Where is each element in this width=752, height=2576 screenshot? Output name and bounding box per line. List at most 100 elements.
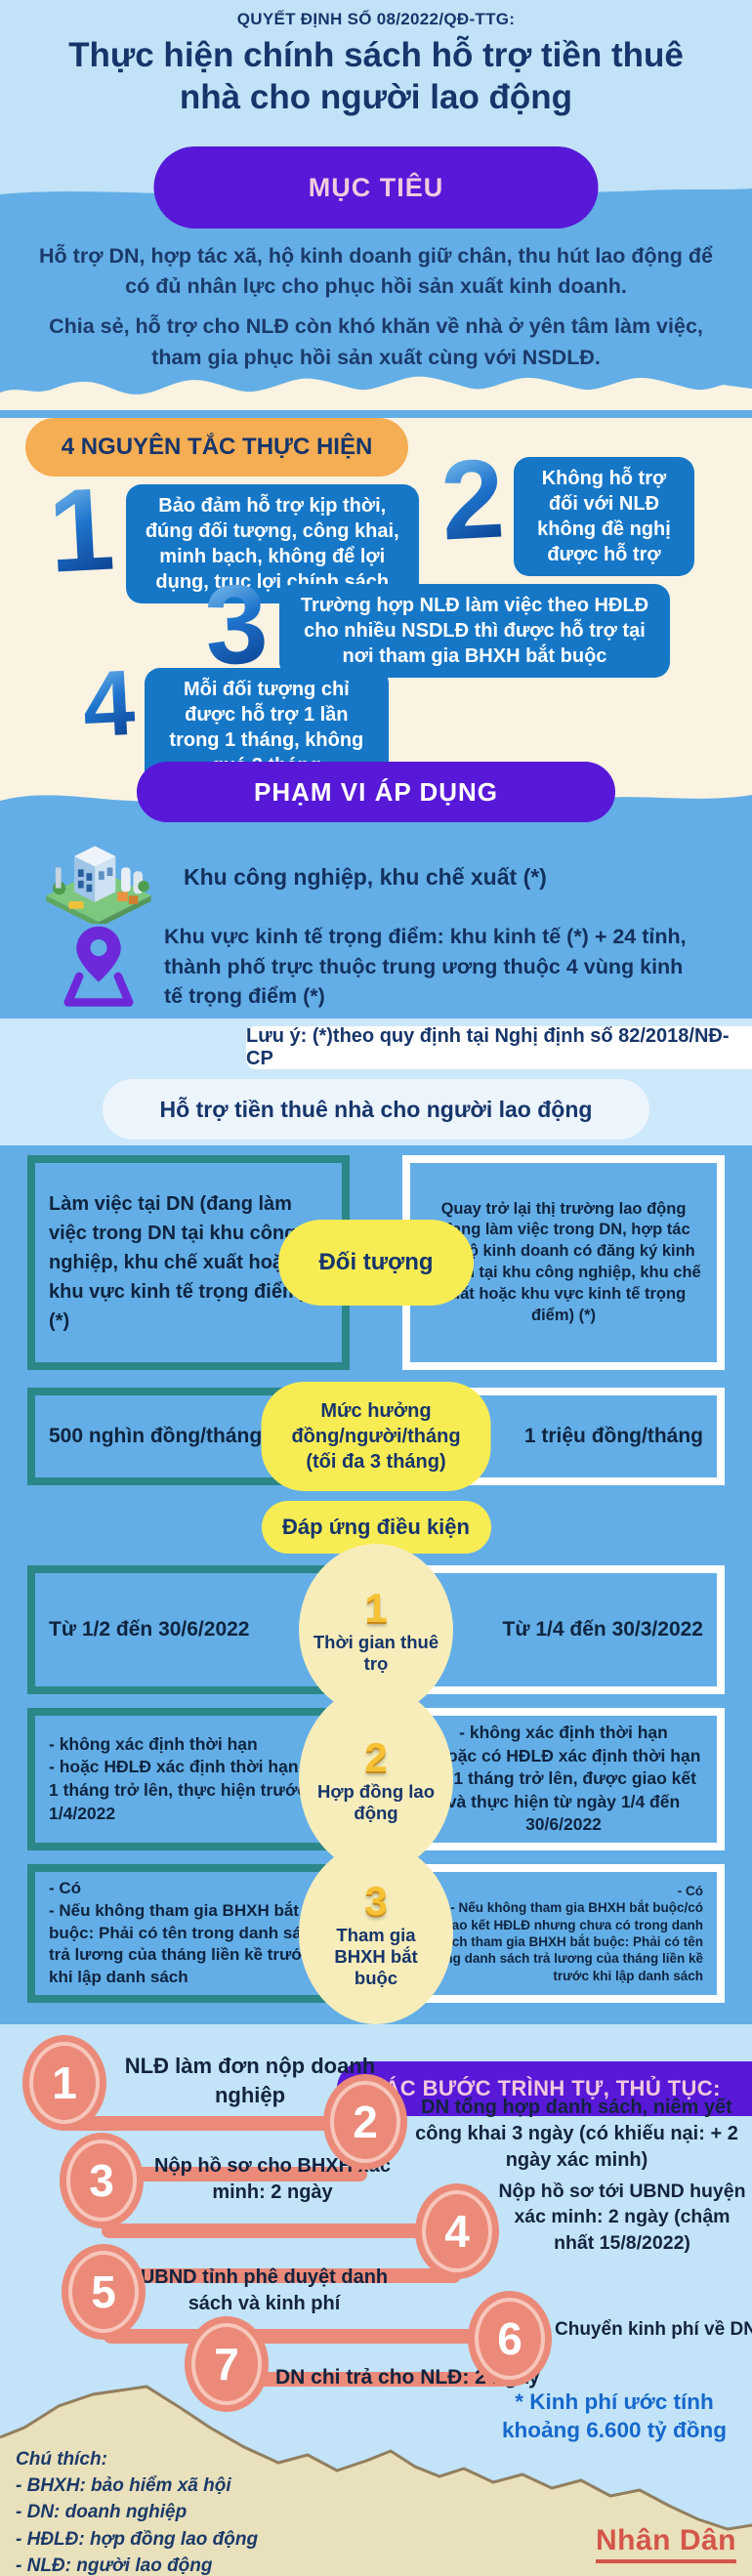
procedure-heading-pill: CÁC BƯỚC TRÌNH TỰ, THỦ TỤC:: [337, 2061, 752, 2116]
scope-heading-pill: PHẠM VI ÁP DỤNG: [137, 762, 615, 822]
step-6-number: 6: [497, 2313, 522, 2364]
condition-2-right-cell: - không xác định thời hạn - hoặc có HĐLĐ…: [402, 1708, 725, 1850]
condition-1-number: 1: [364, 1584, 388, 1631]
support-heading: Hỗ trợ tiền thuê nhà cho người lao động: [159, 1096, 593, 1122]
step-6-text: Chuyển kinh phí về DN: [555, 2319, 752, 2340]
muc-huong-left-text: 500 nghìn đồng/tháng: [49, 1425, 263, 1447]
muc-huong-pill: Mức hưởng đồng/người/tháng (tối đa 3 thá…: [261, 1382, 491, 1491]
principle-2-number: 2: [438, 436, 508, 564]
legend-item: - DN: doanh nghiệp: [16, 2502, 188, 2523]
step-7-number: 7: [214, 2339, 239, 2389]
principle-3: 3 Trường hợp NLĐ làm việc theo HĐLĐ cho …: [202, 561, 670, 689]
nhan-dan-logo: Nhân Dân: [595, 2524, 736, 2563]
objective-section-pill: MỤC TIÊU: [153, 146, 599, 229]
step-5-text: UBND tỉnh phê duyệt danh sách và kinh ph…: [140, 2266, 389, 2314]
step-connector: [55, 2116, 367, 2131]
table-row-condition-3: - Có - Nếu không tham gia BHXH bắt buộc:…: [27, 1843, 725, 2024]
legend-item: - BHXH: bảo hiểm xã hội: [16, 2475, 231, 2497]
legal-note-text: Lưu ý: (*)theo quy định tại Nghị định số…: [246, 1025, 730, 1069]
muc-huong-right-text: 1 triệu đồng/tháng: [523, 1425, 703, 1447]
step-connector: [102, 2223, 461, 2238]
legend-item: - NLĐ: người lao động: [16, 2555, 213, 2576]
table-row-muc-huong: 500 nghìn đồng/tháng Mức hưởng đồng/ngườ…: [27, 1382, 725, 1491]
step-3-text: Nộp hồ sơ cho BHXH xác minh: 2 ngày: [153, 2155, 392, 2203]
step-2-text: DN tổng hợp danh sách, niêm yết công kha…: [415, 2097, 738, 2171]
objective-paragraph-2: Chia sẻ, hỗ trợ cho NLĐ còn khó khăn về …: [49, 314, 703, 369]
table-row-doi-tuong: Làm việc tại DN (đang làm việc trong DN …: [27, 1155, 725, 1370]
procedure-section: CÁC BƯỚC TRÌNH TỰ, THỦ TỤC: 1 NLĐ làm đơ…: [0, 2024, 752, 2576]
condition-3-oval: 3 Tham gia BHXH bắt buộc: [299, 1843, 453, 2024]
principles-section: 4 NGUYÊN TẮC THỰC HIỆN 1 Bảo đảm hỗ trợ …: [0, 418, 752, 787]
principles-grid: 1 Bảo đảm hỗ trợ kịp thời, đúng đối tượn…: [0, 436, 752, 787]
condition-2-left-text: - không xác định thời hạn - hoặc HĐLĐ xá…: [49, 1733, 321, 1823]
principle-2-text: Không hỗ trợ đối với NLĐ không đề nghị đ…: [513, 457, 694, 576]
principles-heading: 4 NGUYÊN TẮC THỰC HIỆN: [25, 418, 408, 477]
scope-item-industrial-text: Khu công nghiệp, khu chế xuất (*): [184, 863, 547, 890]
step-7-circle: 7: [191, 2323, 262, 2405]
step-2-circle: 2: [330, 2081, 400, 2163]
condition-2-number: 2: [364, 1733, 388, 1780]
support-table-section: Làm việc tại DN (đang làm việc trong DN …: [0, 1145, 752, 2024]
step-4-number: 4: [444, 2206, 470, 2257]
support-heading-pill: Hỗ trợ tiền thuê nhà cho người lao động: [103, 1079, 649, 1140]
mountain-ridge: [0, 2385, 752, 2576]
step-4-text: Nộp hồ sơ tới UBND huyện xác minh: 2 ngà…: [498, 2181, 746, 2254]
cost-note: * Kinh phí ước tính khoảng 6.600 tỷ đồng: [501, 2389, 728, 2443]
principle-1-text: Bảo đảm hỗ trợ kịp thời, đúng đối tượng,…: [125, 484, 419, 603]
step-6-circle: 6: [475, 2298, 545, 2380]
condition-1-right-cell: Từ 1/4 đến 30/3/2022: [402, 1565, 725, 1694]
step-connector: [229, 2372, 510, 2387]
scope-heading: PHẠM VI ÁP DỤNG: [254, 776, 498, 807]
condition-3-number: 3: [364, 1877, 388, 1924]
principle-4-number: 4: [80, 650, 138, 758]
legend: Chú thích: - BHXH: bảo hiểm xã hội - DN:…: [16, 2444, 445, 2576]
step-1-number: 1: [52, 2057, 77, 2108]
step-connector: [104, 2268, 461, 2283]
condition-1-right-text: Từ 1/4 đến 30/3/2022: [502, 1618, 704, 1641]
principle-1-number: 1: [45, 463, 118, 598]
objectives-section: Hỗ trợ DN, hợp tác xã, hộ kinh doanh giữ…: [0, 204, 752, 369]
step-1-text: NLĐ làm đơn nộp doanh nghiệp: [124, 2054, 376, 2107]
scope-item-keyzone-text: Khu vực kinh tế trọng điểm: khu kinh tế …: [164, 925, 687, 1009]
condition-2-oval: 2 Hợp đồng lao động: [299, 1686, 453, 1872]
condition-1-label: Thời gian thuê trọ: [313, 1631, 439, 1674]
principle-1: 1 Bảo đảm hỗ trợ kịp thời, đúng đối tượn…: [45, 463, 419, 603]
doi-tuong-left-cell: Làm việc tại DN (đang làm việc trong DN …: [27, 1155, 350, 1370]
condition-3-left-cell: - Có - Nếu không tham gia BHXH bắt buộc:…: [27, 1864, 350, 2003]
step-7-text: DN chi trả cho NLĐ: 2 ngày: [275, 2366, 540, 2389]
map-pin-icon: [63, 926, 134, 1007]
legal-note-bar: Lưu ý: (*)theo quy định tại Nghị định số…: [246, 1025, 752, 1069]
condition-1-left-text: Từ 1/2 đến 30/6/2022: [49, 1618, 250, 1641]
condition-3-right-text: - Có - Nếu không tham gia BHXH bắt buộc/…: [427, 1884, 703, 1983]
condition-3-left-text: - Có - Nếu không tham gia BHXH bắt buộc:…: [49, 1878, 321, 1987]
table-row-condition-2: - không xác định thời hạn - hoặc HĐLĐ xá…: [27, 1686, 725, 1872]
step-5-number: 5: [91, 2266, 116, 2317]
objective-section-label: MỤC TIÊU: [308, 172, 444, 202]
scope-item-keyzone: Khu vực kinh tế trọng điểm: khu kinh tế …: [57, 922, 691, 1012]
condition-3-label: Tham gia BHXH bắt buộc: [334, 1924, 418, 1989]
principle-2: 2 Không hỗ trợ đối với NLĐ không đề nghị…: [438, 436, 694, 576]
condition-1-left-cell: Từ 1/2 đến 30/6/2022: [27, 1565, 350, 1694]
industrial-park-icon: [46, 846, 151, 924]
step-5-circle: 5: [68, 2251, 139, 2333]
step-1-circle: 1: [29, 2042, 100, 2124]
scope-item-industrial: Khu công nghiệp, khu chế xuất (*): [41, 830, 547, 924]
doi-tuong-pill: Đối tượng: [278, 1220, 474, 1306]
legend-title: Chú thích:: [16, 2449, 107, 2470]
step-2-number: 2: [353, 2097, 378, 2147]
table-row-condition-1: Từ 1/2 đến 30/6/2022 1 Thời gian thuê tr…: [27, 1544, 725, 1716]
legend-item: - HĐLĐ: hợp đồng lao động: [16, 2528, 259, 2550]
doi-tuong-left-text: Làm việc tại DN (đang làm việc trong DN …: [49, 1193, 307, 1332]
principle-3-text: Trường hợp NLĐ làm việc theo HĐLĐ cho nh…: [278, 584, 670, 678]
objective-paragraph-1: Hỗ trợ DN, hợp tác xã, hộ kinh doanh giữ…: [39, 244, 713, 299]
condition-2-right-text: - không xác định thời hạn - hoặc có HĐLĐ…: [427, 1722, 701, 1835]
step-3-number: 3: [89, 2155, 114, 2206]
condition-2-label: Hợp đồng lao động: [316, 1780, 436, 1823]
wave-divider: [0, 359, 752, 410]
step-4-circle: 4: [422, 2190, 492, 2272]
procedure-heading: CÁC BƯỚC TRÌNH TỰ, THỦ TỤC:: [368, 2076, 721, 2100]
step-3-circle: 3: [66, 2140, 137, 2222]
step-connector: [102, 2167, 367, 2181]
step-connector: [104, 2329, 510, 2344]
